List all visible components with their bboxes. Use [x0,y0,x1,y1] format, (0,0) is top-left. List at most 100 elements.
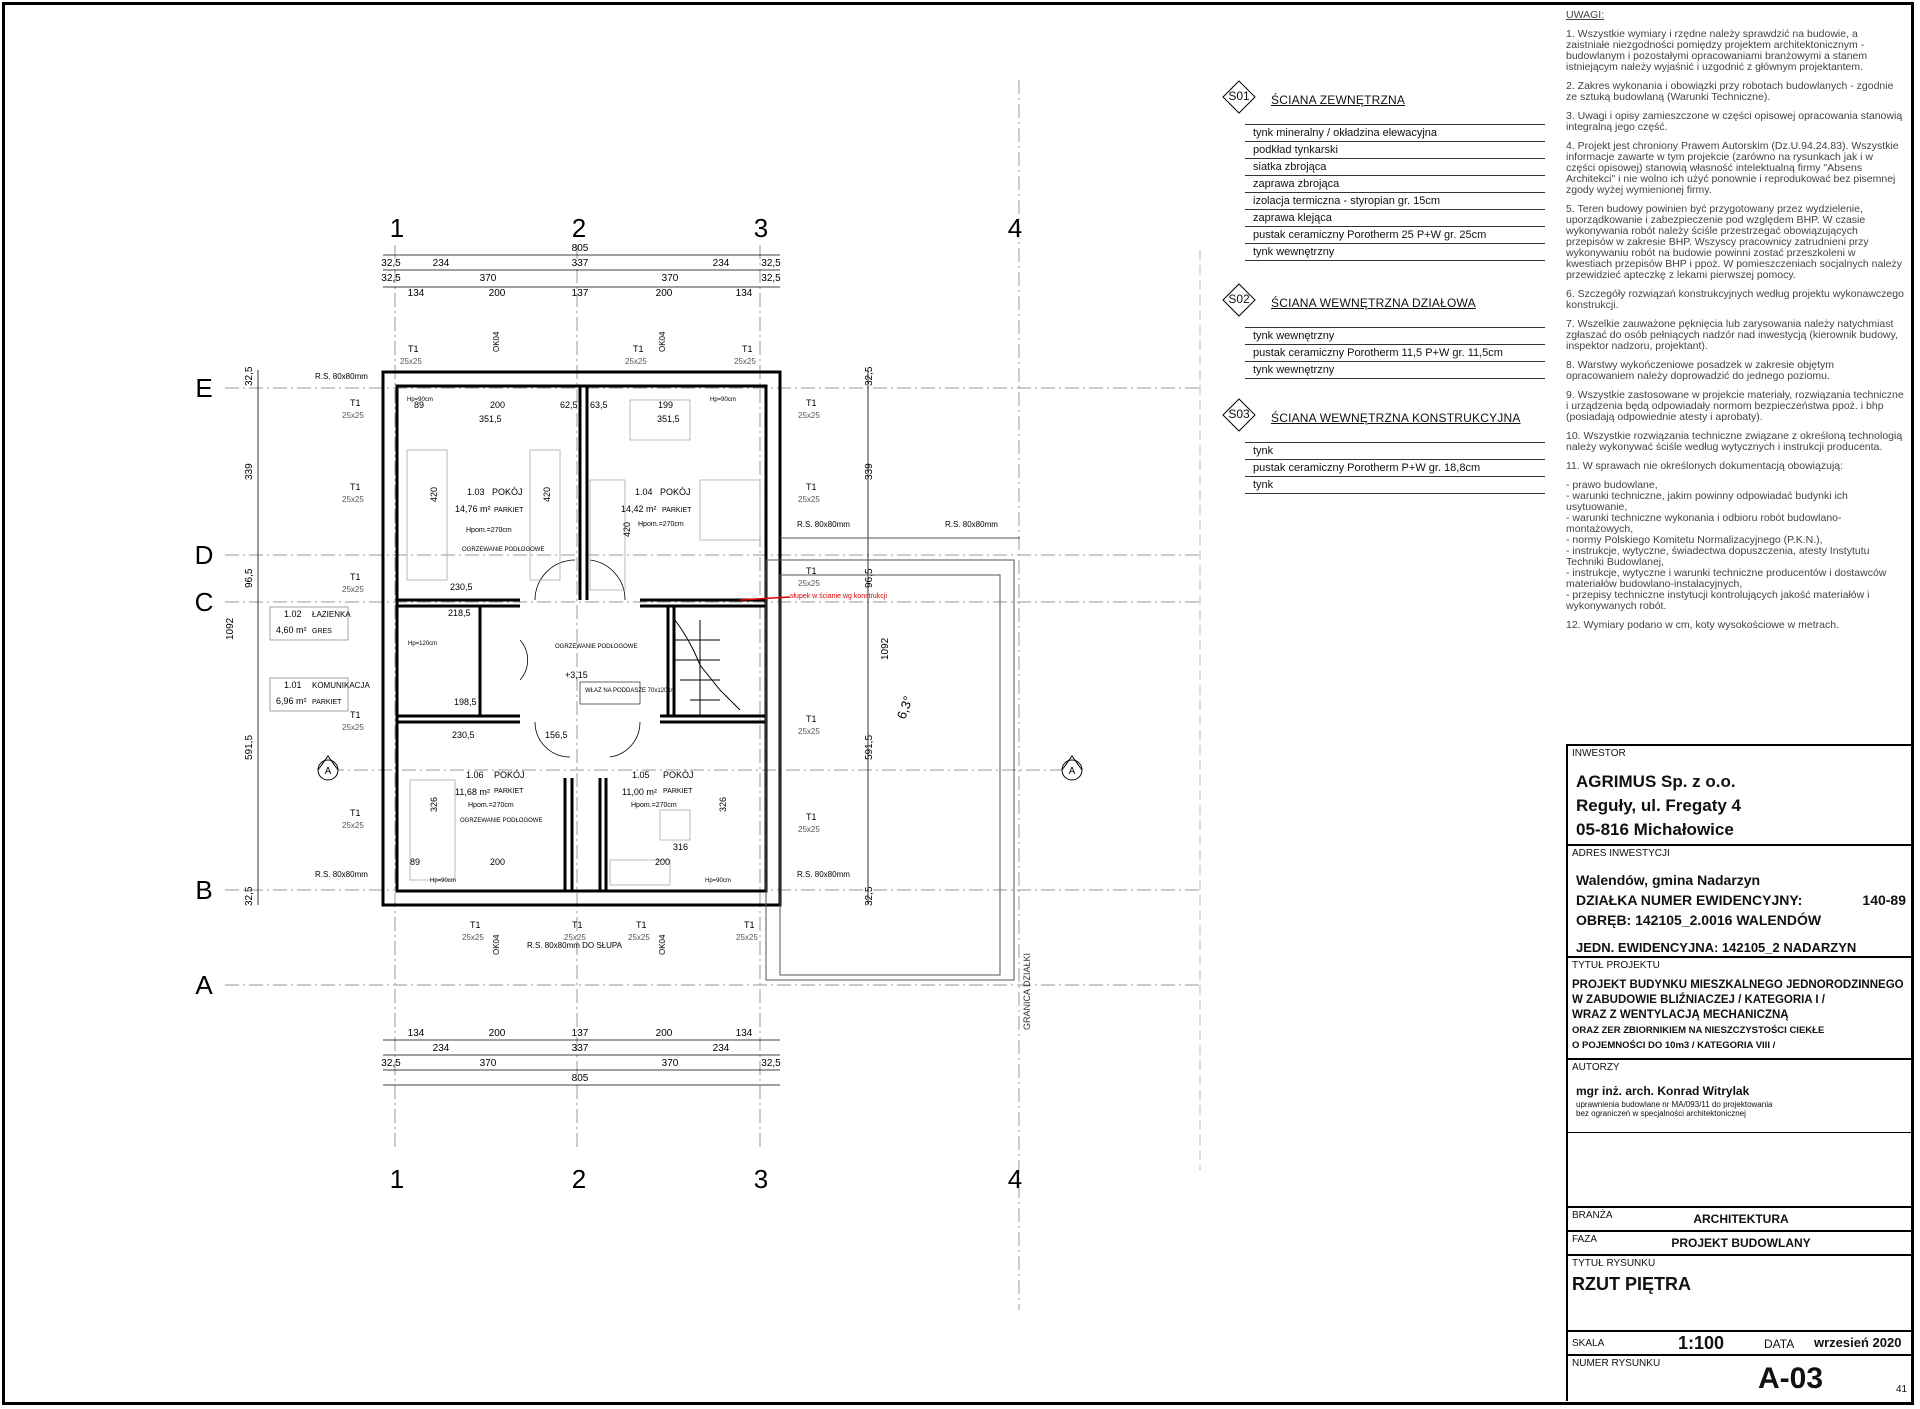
project-line: W ZABUDOWIE BLIŹNIACZEJ / KATEGORIA I / [1572,994,1825,1006]
rs-labels: R.S. 80x80mm R.S. 80x80mm R.S. 80x80mm R… [315,372,998,950]
hexagon-tag-icon: S03 [1222,398,1256,432]
svg-text:32,5: 32,5 [864,366,875,386]
note-subitem: - instrukcje, wytyczne, świadectwa dopus… [1566,545,1870,568]
author-name: mgr inż. arch. Konrad Witrylak [1576,1084,1750,1098]
sheet-number: 41 [1896,1384,1908,1395]
room-105: 1.05 POKÓJ 11,00 m² PARKIET Hpom.=270cm [622,770,694,809]
legend-layer: pustak ceramiczny Porotherm 11,5 P+W gr.… [1245,345,1545,362]
svg-text:32,5: 32,5 [381,258,401,269]
drawing-title: RZUT PIĘTRA [1572,1274,1691,1294]
note-subitem: - prawo budowlane, [1566,479,1658,491]
svg-text:156,5: 156,5 [545,730,568,740]
dim-top-row2: 32,5 234 337 234 32,5 [381,258,781,269]
svg-text:PARKIET: PARKIET [494,788,524,795]
slope-label: 6,3° [894,694,916,721]
svg-text:R.S. 80x80mm: R.S. 80x80mm [315,372,368,381]
axis-bubble-1-bottom: 1 [390,1164,404,1194]
terrace-outline [765,537,1020,981]
svg-text:200: 200 [656,288,673,299]
note-item: 8. Warstwy wykończeniowe posadzek w zakr… [1566,359,1835,382]
blank-cell [1568,1132,1914,1206]
note-item: 11. W sprawach nie określonych dokumenta… [1566,460,1844,472]
svg-text:198,5: 198,5 [454,697,477,707]
svg-text:OK04: OK04 [492,331,501,352]
svg-text:POKÓJ: POKÓJ [494,770,525,780]
svg-text:25x25: 25x25 [628,933,650,942]
svg-text:25x25: 25x25 [342,411,364,420]
svg-text:1.02: 1.02 [284,609,302,619]
svg-text:T1: T1 [350,808,361,818]
svg-text:POKÓJ: POKÓJ [492,487,523,497]
svg-text:Hp=90cm: Hp=90cm [407,397,433,403]
svg-text:351,5: 351,5 [479,414,502,424]
svg-text:T1: T1 [470,920,481,930]
legend-layer: tynk wewnętrzny [1245,362,1545,379]
date-value: wrzesień 2020 [1814,1335,1902,1350]
svg-text:370: 370 [662,273,679,284]
svg-text:25x25: 25x25 [734,357,756,366]
axis-row-b: B [195,875,212,905]
svg-text:420: 420 [542,487,552,502]
legend-layer: tynk [1245,477,1545,494]
svg-text:62,5: 62,5 [560,400,578,410]
branch-cell: BRANŻA ARCHITEKTURA [1568,1206,1914,1230]
project-line: WRAZ Z WENTYLACJĄ MECHANICZNĄ [1572,1009,1789,1021]
door-swings [519,559,641,758]
svg-text:25x25: 25x25 [798,825,820,834]
author-note: uprawnienia budowlane nr MA/093/11 do pr… [1576,1100,1773,1109]
room-dims: 351,5 351,5 200 199 89 62,5 63,5 420 420… [410,400,728,867]
axis-bubble-1: 1 [390,213,404,243]
svg-text:Hp=90cm: Hp=90cm [710,397,736,403]
svg-text:25x25: 25x25 [798,727,820,736]
note-item: 9. Wszystkie zastosowane w projekcie mat… [1566,389,1904,423]
svg-text:1.03: 1.03 [467,487,485,497]
svg-text:R.S. 80x80mm: R.S. 80x80mm [797,870,850,879]
svg-text:POKÓJ: POKÓJ [660,487,691,497]
investor-cell: INWESTOR AGRIMUS Sp. z o.o. Reguły, ul. … [1568,744,1914,844]
project-title-cell: TYTUŁ PROJEKTU PROJEKT BUDYNKU MIESZKALN… [1568,956,1914,1058]
svg-text:4,60 m²: 4,60 m² [276,625,307,635]
svg-text:T1: T1 [744,920,755,930]
parcel-label: DZIAŁKA NUMER EWIDENCYJNY: [1576,892,1803,908]
svg-text:316: 316 [673,842,688,852]
attic-hatch-label: WŁAZ NA PODDASZE 70x120cm [585,688,675,694]
svg-text:230,5: 230,5 [452,730,475,740]
legend-layer: tynk wewnętrzny [1245,244,1545,261]
legend-title: ŚCIANA WEWNĘTRZNA KONSTRUKCYJNA [1271,411,1521,425]
legend-layer: siatka zbrojąca [1245,159,1545,176]
side-room-101: 1.01 KOMUNIKACJA 6,96 m² PARKIET [276,680,370,706]
legend-s01: S01 ŚCIANA ZEWNĘTRZNA tynk mineralny / o… [1215,80,1545,261]
svg-text:4: 4 [1008,213,1022,243]
svg-text:25x25: 25x25 [462,933,484,942]
phase-cell: FAZA PROJEKT BUDOWLANY [1568,1230,1914,1254]
number-cell: NUMER RYSUNKU A-03 41 [1568,1354,1914,1401]
dim-top-row3: 134 200 137 200 134 [408,288,753,299]
scale-value: 1:100 [1678,1333,1725,1353]
svg-text:14,76 m²: 14,76 m² [455,504,491,514]
parcel-number: 140-89 [1862,892,1906,908]
drawing-title-cell: TYTUŁ RYSUNKU RZUT PIĘTRA [1568,1254,1914,1330]
svg-text:25x25: 25x25 [625,357,647,366]
dim-top-row1: 32,5 370 370 32,5 [381,273,781,284]
note-item: 12. Wymiary podano w cm, koty wysokościo… [1566,619,1839,631]
svg-text:OGRZEWANIE PODŁOGOWE: OGRZEWANIE PODŁOGOWE [555,644,637,650]
svg-text:1092: 1092 [225,617,236,640]
note-item: 2. Zakres wykonania i obowiązki przy rob… [1566,80,1894,103]
svg-text:OGRZEWANIE PODŁOGOWE: OGRZEWANIE PODŁOGOWE [460,818,542,824]
dim-bottom-row1: 134 200 137 200 134 [408,1028,753,1039]
dim-bottom-row2: 234 337 234 [433,1043,730,1054]
svg-text:1.05: 1.05 [632,770,650,780]
dim-top-total: 805 [572,243,589,254]
svg-text:PARKIET: PARKIET [662,507,692,514]
svg-text:T1: T1 [633,344,644,354]
svg-text:Hpom.=270cm: Hpom.=270cm [631,802,677,809]
svg-text:591,5: 591,5 [864,735,875,760]
svg-text:137: 137 [572,288,589,299]
svg-text:96,5: 96,5 [244,568,255,588]
svg-text:1.06: 1.06 [466,770,484,780]
svg-text:T1: T1 [350,482,361,492]
red-note: słupek w ścianie wg konstrukcji [790,593,887,600]
svg-text:351,5: 351,5 [657,414,680,424]
svg-text:14,42 m²: 14,42 m² [621,504,657,514]
